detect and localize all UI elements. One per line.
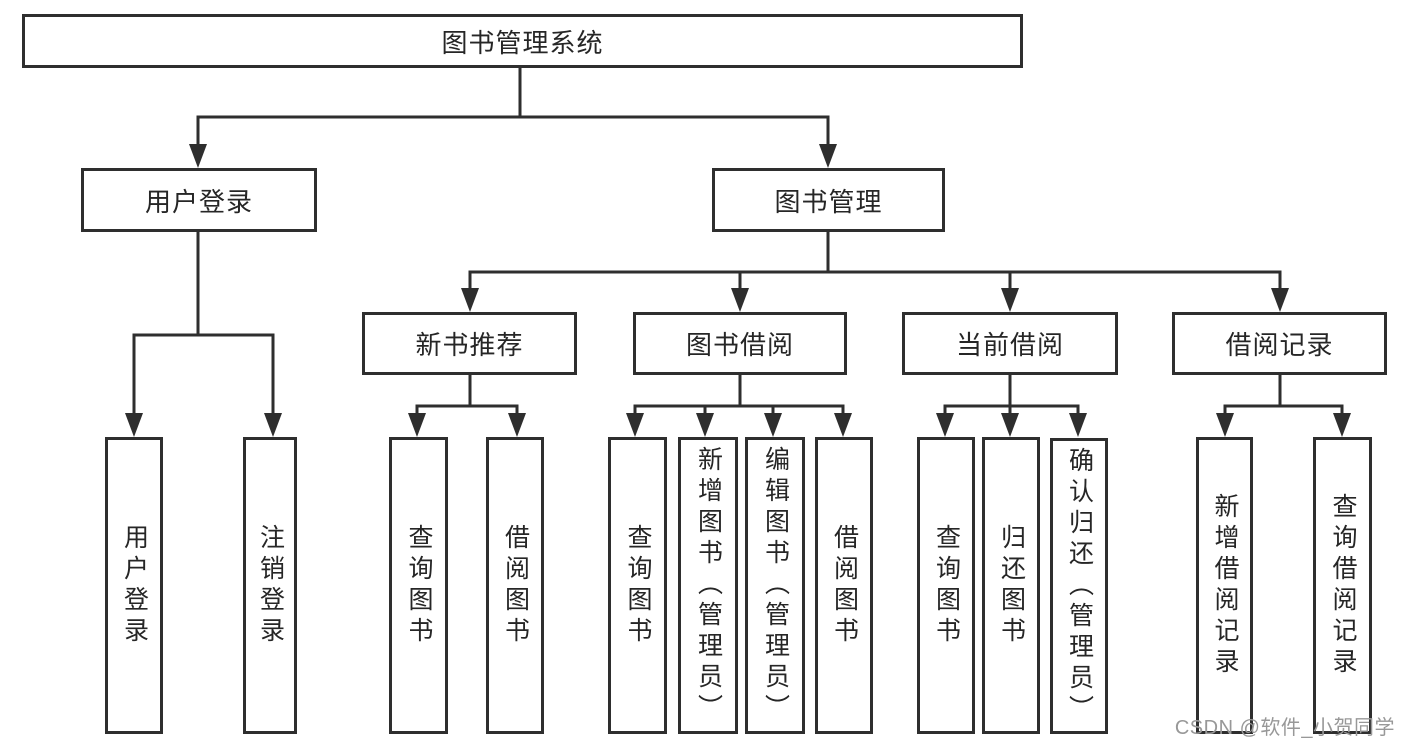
leaf-query-books-2-label: 查询图书 (624, 523, 652, 648)
leaf-return-books-label: 归还图书 (997, 523, 1026, 648)
edge-current-borrow-to-leaves (936, 375, 1087, 437)
leaf-return-books: 归还图书 (982, 437, 1040, 734)
leaf-user-login: 用户登录 (105, 437, 163, 734)
edge-borrow-record-to-leaves (1216, 375, 1351, 437)
leaf-borrow-books-2-label: 借阅图书 (830, 523, 859, 648)
node-current-borrow: 当前借阅 (902, 312, 1118, 375)
edge-user-login-to-leaves (125, 232, 282, 437)
leaf-edit-books-admin: 编辑图书（管理员） (745, 437, 805, 734)
node-borrow-records-label: 借阅记录 (1225, 330, 1334, 360)
node-root: 图书管理系统 (22, 14, 1023, 68)
node-new-book-rec: 新书推荐 (362, 312, 577, 375)
leaf-logout: 注销登录 (243, 437, 297, 734)
leaf-query-books-1-label: 查询图书 (405, 523, 433, 648)
leaf-logout-label: 注销登录 (256, 523, 285, 648)
node-borrow-records: 借阅记录 (1172, 312, 1387, 375)
leaf-confirm-return-admin: 确认归还（管理员） (1050, 438, 1108, 734)
node-book-mgmt: 图书管理 (712, 168, 945, 232)
node-book-borrow: 图书借阅 (633, 312, 847, 375)
leaf-query-books-3-label: 查询图书 (932, 523, 961, 648)
leaf-add-borrow-record: 新增借阅记录 (1196, 437, 1253, 734)
leaf-borrow-books-1: 借阅图书 (486, 437, 544, 734)
csdn-watermark: CSDN @软件_小贺同学 (1174, 717, 1395, 739)
edge-new-book-to-leaves (408, 375, 526, 437)
node-book-mgmt-label: 图书管理 (774, 186, 883, 217)
edge-root-to-level2 (189, 68, 837, 168)
leaf-query-borrow-record: 查询借阅记录 (1313, 437, 1372, 734)
leaf-add-books-admin: 新增图书（管理员） (678, 437, 738, 734)
leaf-query-books-1: 查询图书 (389, 437, 448, 734)
node-new-book-rec-label: 新书推荐 (415, 330, 524, 360)
leaf-add-borrow-record-label: 新增借阅记录 (1211, 492, 1239, 679)
leaf-borrow-books-2: 借阅图书 (815, 437, 873, 734)
leaf-query-books-3: 查询图书 (917, 437, 975, 734)
edge-book-mgmt-to-level3 (461, 232, 1289, 312)
leaf-borrow-books-1-label: 借阅图书 (501, 523, 530, 648)
leaf-edit-books-admin-label: 编辑图书（管理员） (761, 446, 790, 725)
node-user-login-label: 用户登录 (144, 186, 253, 217)
node-user-login: 用户登录 (81, 168, 317, 232)
leaf-user-login-label: 用户登录 (120, 523, 149, 648)
leaf-add-books-admin-label: 新增图书（管理员） (694, 446, 723, 725)
edge-book-borrow-to-leaves (626, 375, 852, 437)
leaf-confirm-return-admin-label: 确认归还（管理员） (1065, 446, 1094, 726)
leaf-query-borrow-record-label: 查询借阅记录 (1329, 492, 1357, 679)
node-current-borrow-label: 当前借阅 (955, 330, 1064, 360)
node-book-borrow-label: 图书借阅 (685, 330, 794, 360)
leaf-query-books-2: 查询图书 (608, 437, 667, 734)
node-root-label: 图书管理系统 (441, 27, 604, 58)
